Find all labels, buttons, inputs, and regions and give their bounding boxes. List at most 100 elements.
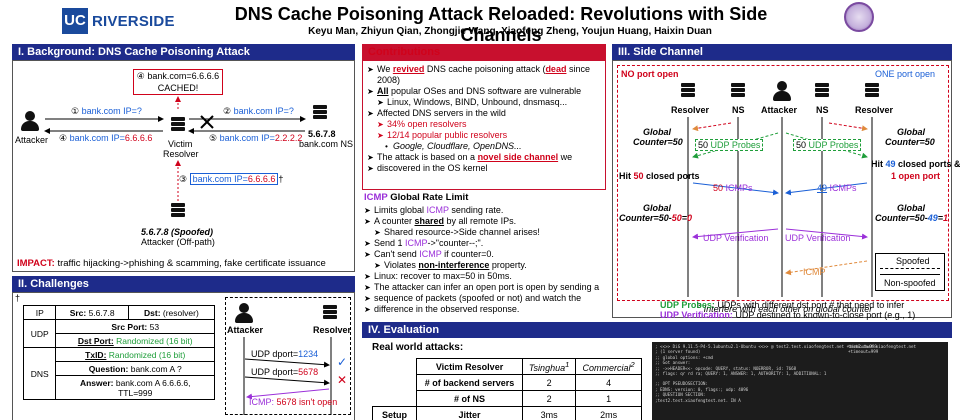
arrow-legend: Spoofed Non-spoofed (875, 253, 945, 291)
list-item: Google, Cloudflare, OpenDNS... (367, 141, 601, 152)
right-resolver-label: Resolver (855, 105, 894, 115)
center-attacker-icon (773, 81, 791, 101)
row-udp-label: UDP (22, 319, 57, 348)
table-row: # of NS 2 1 (373, 390, 642, 407)
resolver-label-resolver: Resolver (163, 149, 199, 159)
right-ns-label: NS (816, 105, 829, 115)
arrow2-label: ② bank.com IP=? (223, 106, 294, 116)
row-val-b: 4 (575, 374, 642, 391)
row-val-a: 3ms (522, 406, 577, 420)
packet-fields-table: IP Src: 5.6.7.8 Dst: (resolver) UDP Src … (22, 305, 216, 400)
uc-riverside-logo: UC RIVERSIDE (62, 8, 190, 34)
right-ns-icon (815, 83, 829, 101)
udp-definitions: UDP Probes: UDPs with different dst port… (660, 300, 960, 320)
challenge-resolver-label: Resolver (313, 325, 352, 335)
one-port-open-label: ONE port open (875, 69, 936, 79)
ns-server-icon (313, 105, 327, 123)
row-label: # of backend servers (415, 374, 524, 391)
list-item: sequence of packets (spoofed or not) and… (364, 293, 608, 304)
resolver-label-victim: Victim (168, 139, 193, 149)
list-item: Violates non-interference property. (364, 260, 608, 271)
tsinghua-seal-icon (844, 2, 874, 32)
list-item: A counter shared by all remote IPs. (364, 216, 608, 227)
spoofed-label: 5.6.7.8 (Spoofed) (141, 227, 214, 237)
list-item: All popular OSes and DNS software are vu… (367, 86, 601, 97)
section-sidechannel-panel: NO port open ONE port open Resolver NS A… (612, 60, 960, 318)
arrow1-label: ① bank.com IP=? (71, 106, 142, 116)
challenge-attacker-icon (235, 303, 253, 323)
udp-verification-definition: UDP Verification: UDP destined to known-… (660, 310, 916, 320)
table-row: Victim Resolver Tsinghua1 Commercial2 (373, 358, 642, 375)
setup-label: Setup (372, 406, 417, 420)
dig-terminal-output: ; <<>> DiG 9.11.5-P4-5.1ubuntu2.1-Ubuntu… (652, 342, 948, 420)
terminal-line: ;; flags: qr rd ra; QUERY: 1, ANSWER: 1,… (655, 371, 827, 377)
cached-step-num: ④ (136, 71, 145, 81)
answer-cell: Answer: bank.com A 6.6.6.6,TTL=999 (55, 375, 215, 400)
left-ns-icon (731, 83, 745, 101)
list-item: We revived DNS cache poisoning attack (d… (367, 64, 601, 86)
icmp-response-label: ICMP: 5678 isn't open (249, 397, 338, 407)
rate-limit-list: Limits global ICMP sending rate. A count… (364, 205, 608, 315)
list-item: difference in the observed response. (364, 304, 608, 315)
cached-line2: CACHED! (157, 83, 199, 93)
section-contributions-heading: Contributions (362, 44, 606, 60)
left-resolver-icon (681, 83, 695, 101)
terminal-line: ;; global options: +cmd (655, 354, 713, 360)
arrow4-label: ④ bank.com IP=6.6.6.6 (59, 133, 153, 143)
legend-nonspoofed: Non-spoofed (884, 278, 936, 288)
spoofed-attacker-server-icon (171, 203, 185, 221)
evaluation-table: Victim Resolver Tsinghua1 Commercial2 # … (372, 358, 642, 420)
left-udp-probes-label: 50 UDP Probes (695, 139, 764, 151)
resolver-server-icon (171, 117, 185, 135)
challenge-resolver-icon (323, 305, 337, 323)
center-attacker-label: Attacker (761, 105, 798, 115)
cross-icon: ✕ (337, 373, 348, 387)
list-item: Send 1 ICMP->"counter--;". (364, 238, 608, 249)
background-arrows (44, 96, 306, 201)
rate-limit-heading: ICMP Global Rate Limit (364, 192, 469, 203)
challenge-attacker-label: Attacker (227, 325, 264, 335)
sidechannel-diagram-box (617, 65, 949, 301)
row-val-a: 2 (522, 374, 577, 391)
logo-uc-mark: UC (62, 8, 88, 34)
poster-title: DNS Cache Poisoning Attack Reloaded: Rev… (234, 4, 768, 45)
blank-cell (373, 375, 417, 391)
row-label: Jitter (415, 406, 524, 420)
list-item: Limits global ICMP sending rate. (364, 205, 608, 216)
col-tsinghua: Tsinghua1 (522, 358, 577, 375)
table-row: Answer: bank.com A 6.6.6.6,TTL=999 (24, 375, 215, 400)
table-row: Setup Jitter 3ms 2ms (372, 406, 642, 420)
challenge-diagram-box (225, 297, 351, 415)
left-udp-verification-label: UDP Verification (703, 233, 769, 243)
ns-name-label: bank.com NS (299, 139, 354, 149)
left-counter-50: Counter=50 (633, 137, 683, 147)
row-val-b: 1 (575, 390, 642, 407)
section-contributions-panel: We revived DNS cache poisoning attack (d… (362, 60, 606, 190)
udp-probe1-label: UDP dport=1234 (251, 349, 319, 359)
terminal-line: ;; ->>HEADER<<- opcode: QUERY, status: N… (655, 365, 797, 371)
row-dns-label: DNS (22, 347, 57, 400)
right-counter-50: Counter=50 (885, 137, 935, 147)
blank-cell (373, 391, 417, 407)
right-icmps-label: 49 ICMPs (817, 183, 857, 193)
terminal-line: ;; OPT PSEUDOSECTION: (655, 381, 708, 387)
table-row: UDP Src Port: 53 (22, 319, 215, 348)
left-counter-result: Counter=50-50=0 (619, 213, 693, 223)
list-item: discovered in the OS kernel (367, 163, 601, 174)
right-resolver-icon (865, 83, 879, 101)
row-val-a: 2 (522, 390, 577, 407)
section-sidechannel-heading: III. Side Channel (612, 44, 952, 60)
row-ip-label: IP (22, 305, 57, 320)
rate-limit-block: ICMP Global Rate Limit Limits global ICM… (364, 192, 608, 315)
left-global-label: Global (643, 127, 672, 137)
legend-spoofed: Spoofed (896, 256, 930, 266)
row-val-b: 2ms (575, 406, 642, 420)
table-row: # of backend servers 2 4 (373, 374, 642, 391)
list-item: Linux: recover to max=50 in 50ms. (364, 271, 608, 282)
terminal-line: ;; Got answer: (655, 360, 691, 366)
terminal-line: ;test2.test.xiaofengtest.net. IN A (655, 397, 741, 403)
challenge-arrows (243, 337, 332, 415)
right-udp-probes-label: 50 UDP Probes (793, 139, 862, 151)
section-background-heading: I. Background: DNS Cache Poisoning Attac… (12, 44, 355, 60)
blank-cell (373, 359, 417, 375)
